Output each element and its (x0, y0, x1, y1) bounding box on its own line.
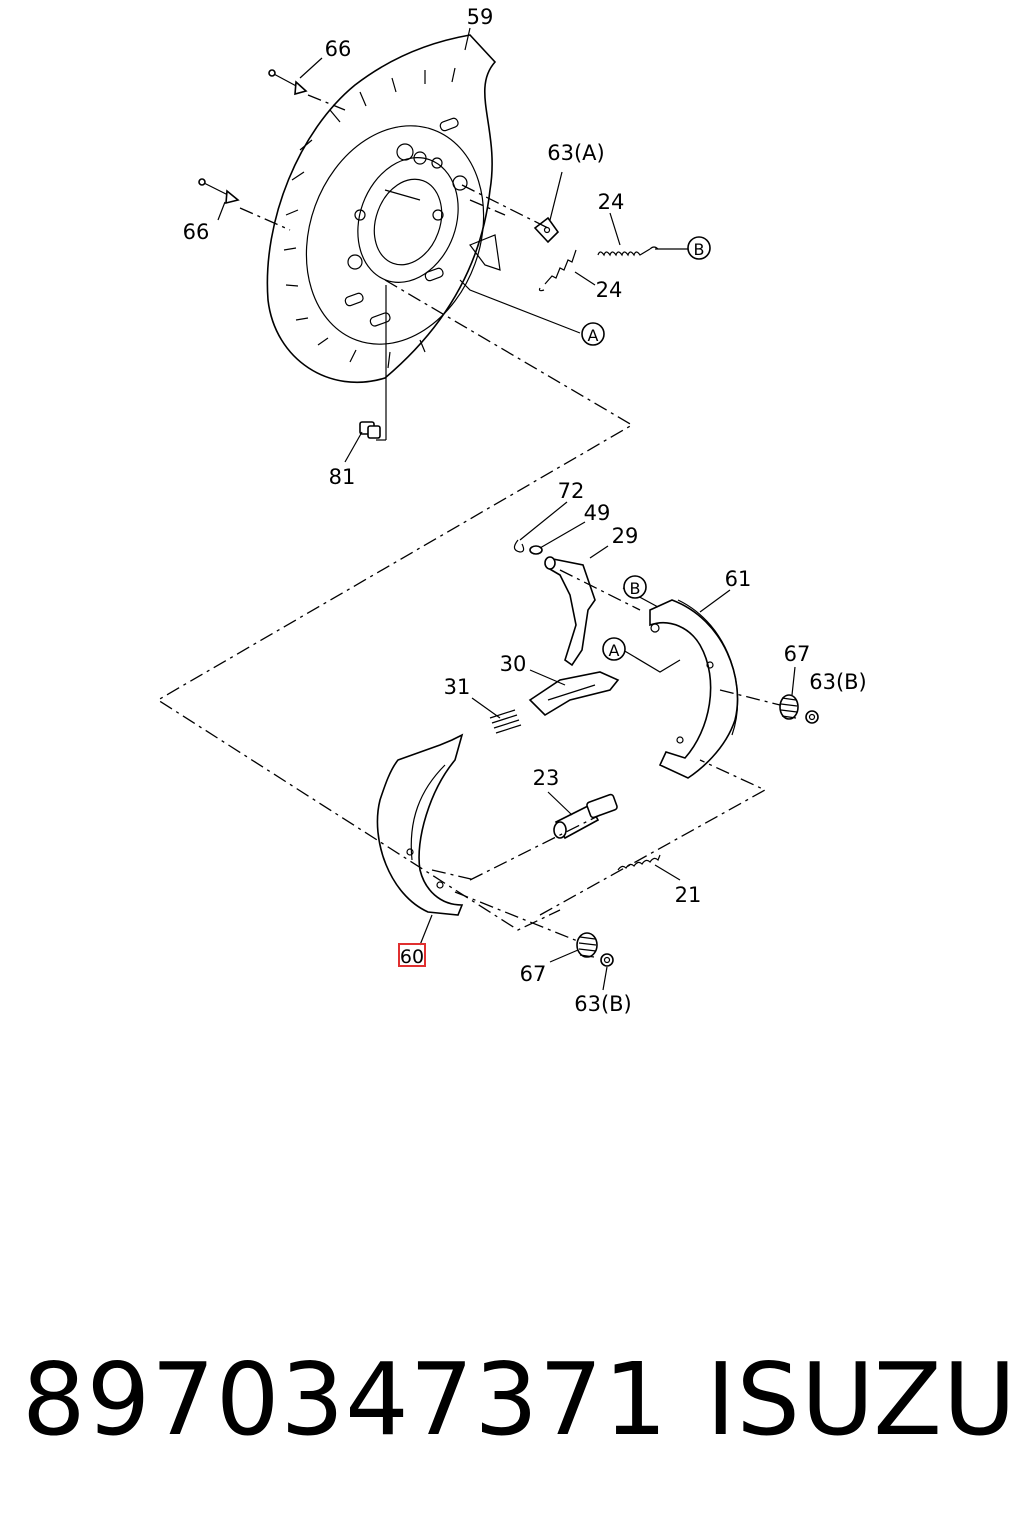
callout-67-bottom: 67 (520, 962, 547, 986)
callout-66-upper: 66 (325, 37, 352, 61)
callout-23: 23 (533, 766, 560, 790)
svg-text:A: A (609, 641, 620, 660)
spring-21 (617, 854, 661, 871)
spring-67-bottom (576, 932, 598, 958)
spring-31 (489, 709, 522, 734)
callout-29: 29 (612, 524, 639, 548)
clip-63b-right (805, 710, 819, 724)
marker-b-top: B (687, 236, 711, 260)
callout-59: 59 (467, 5, 494, 29)
callout-21: 21 (675, 883, 702, 907)
callout-61: 61 (725, 567, 752, 591)
strut-30 (528, 671, 620, 717)
spring-24-horizontal (597, 246, 659, 257)
part-number: 8970347371 (22, 1341, 669, 1458)
marker-a-top: A (581, 322, 605, 346)
clip-63a (533, 216, 560, 244)
callout-66-lower: 66 (183, 220, 210, 244)
callout-63b-bottom: 63(B) (574, 992, 632, 1016)
leader-lines (217, 27, 796, 991)
spring-67-right (779, 694, 799, 720)
svg-text:B: B (630, 579, 641, 598)
spring-24-diagonal (538, 249, 577, 292)
callout-72: 72 (558, 479, 585, 503)
callout-24-lower: 24 (596, 278, 623, 302)
callout-67-right: 67 (784, 642, 811, 666)
callout-24-upper: 24 (598, 190, 625, 214)
bolt-66-upper (268, 69, 308, 96)
bolt-66-lower (198, 178, 240, 205)
callout-31: 31 (444, 675, 471, 699)
brand-name: ISUZU (706, 1341, 1018, 1458)
svg-text:A: A (588, 326, 599, 345)
marker-a-mid: A (602, 637, 626, 661)
callout-81: 81 (329, 465, 356, 489)
callout-30: 30 (500, 652, 527, 676)
callout-labels: 59 66 66 63(A) 24 24 81 72 49 29 61 30 6… (183, 5, 867, 1016)
clip-63b-bottom (600, 953, 614, 967)
callout-60: 60 (400, 946, 424, 968)
brake-shoe-60 (376, 733, 464, 916)
marker-b-mid: B (623, 575, 647, 599)
callout-49: 49 (584, 501, 611, 525)
callout-63a: 63(A) (547, 141, 604, 165)
adjuster-23 (553, 793, 618, 840)
svg-text:B: B (694, 240, 705, 259)
backing-plate (266, 34, 501, 383)
callout-60-highlight (398, 943, 426, 967)
brake-shoe-61 (649, 599, 739, 779)
footer: 8970347371 ISUZU (0, 1350, 1024, 1470)
clip-72 (513, 539, 525, 553)
bolt-81 (359, 285, 387, 441)
lever-29 (544, 556, 596, 667)
washer-49 (529, 545, 543, 555)
callout-63b-right: 63(B) (809, 670, 867, 694)
alignment-lines (156, 94, 781, 943)
